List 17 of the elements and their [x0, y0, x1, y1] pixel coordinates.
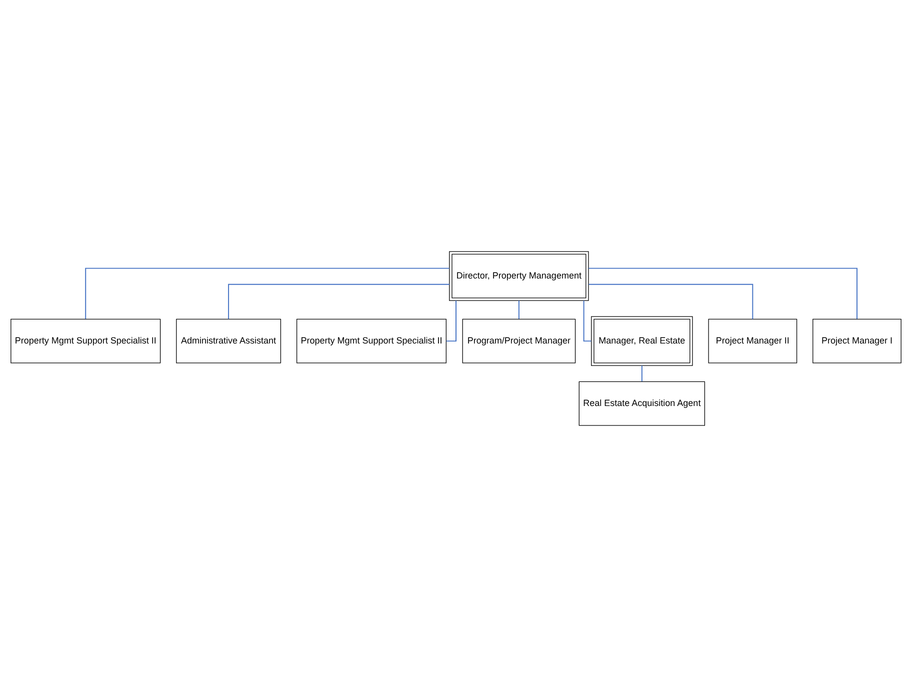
connector	[588, 284, 754, 320]
node-box: Property Mgmt Support Specialist II	[296, 318, 446, 364]
connector	[583, 300, 592, 342]
node-box: Real Estate Acquisition Agent	[578, 381, 706, 426]
connector	[228, 284, 450, 320]
node-box: Project Manager I	[812, 318, 902, 364]
node-box: Administrative Assistant	[176, 318, 282, 364]
connector	[85, 268, 450, 320]
node-box: Manager, Real Estate	[591, 316, 693, 366]
connector	[518, 300, 520, 320]
node-box: Property Mgmt Support Specialist II	[10, 318, 161, 364]
node-box: Program/Project Manager	[462, 318, 576, 364]
node-box: Project Manager II	[708, 318, 798, 364]
node-box: Director, Property Management	[449, 251, 589, 301]
connector	[446, 300, 456, 342]
connector	[641, 365, 642, 382]
connector	[588, 268, 858, 320]
